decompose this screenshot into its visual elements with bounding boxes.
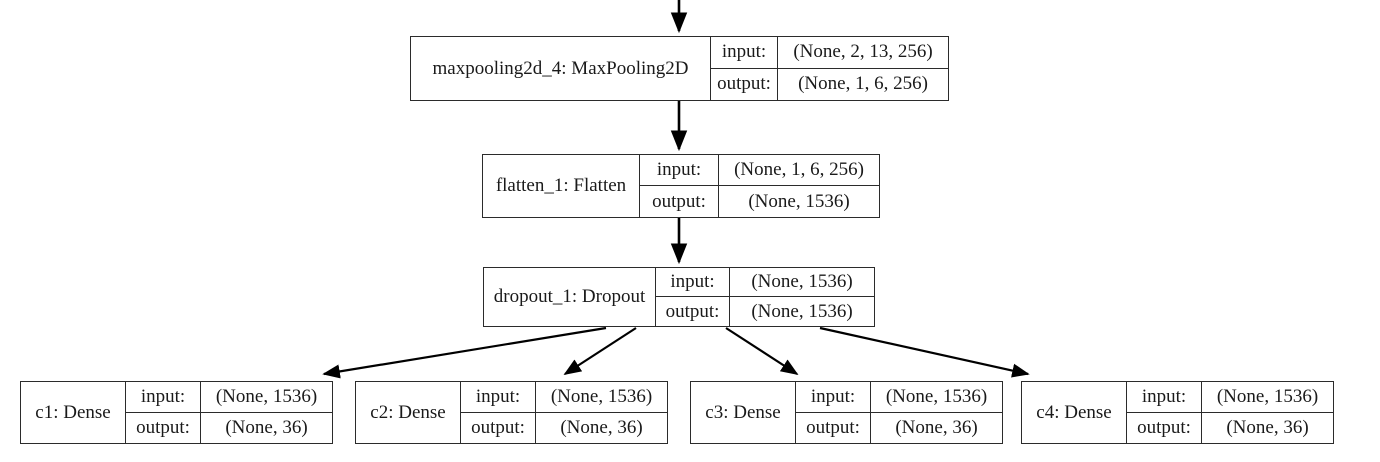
node-c2[interactable]: c2: Dense input: (None, 1536) output: (N…: [355, 381, 668, 444]
node-flatten_1[interactable]: flatten_1: Flatten input: (None, 1, 6, 2…: [482, 154, 880, 218]
io-row-input: input: (None, 1, 6, 256): [640, 155, 879, 186]
output-shape: (None, 1536): [751, 300, 853, 322]
input-label: input:: [461, 382, 536, 412]
io-row-output: output: (None, 1536): [656, 297, 874, 326]
output-label: output:: [640, 186, 719, 217]
io-row-output: output: (None, 36): [1127, 412, 1333, 443]
io-row-input: input: (None, 1536): [461, 382, 667, 413]
io-row-input: input: (None, 1536): [1127, 382, 1333, 413]
output-shape: (None, 1, 6, 256): [798, 73, 928, 95]
io-row-output: output: (None, 1536): [640, 186, 879, 217]
input-label: input:: [711, 37, 778, 68]
edge-dropout_1-to-c1: [322, 326, 607, 379]
output-shape: (None, 36): [895, 416, 978, 438]
output-shape: (None, 36): [1226, 416, 1309, 438]
io-row-output: output: (None, 36): [126, 412, 332, 443]
node-c1[interactable]: c1: Dense input: (None, 1536) output: (N…: [20, 381, 333, 444]
input-shape: (None, 1536): [885, 385, 988, 407]
node-label: c3: Dense: [691, 382, 796, 443]
output-label: output:: [656, 297, 730, 326]
node-label: maxpooling2d_4: MaxPooling2D: [411, 37, 711, 100]
edge-dropout_1-to-c4: [819, 326, 1030, 378]
input-shape: (None, 1536): [550, 385, 653, 407]
input-shape: (None, 1536): [1216, 385, 1319, 407]
edge-dropout_1-to-c2: [563, 327, 637, 375]
io-row-input: input: (None, 2, 13, 256): [711, 37, 948, 69]
output-label: output:: [1127, 412, 1202, 443]
io-row-input: input: (None, 1536): [656, 268, 874, 297]
input-label: input:: [796, 382, 871, 412]
output-shape: (None, 36): [560, 416, 643, 438]
io-block: input: (None, 1536) output: (None, 1536): [656, 268, 874, 326]
io-row-input: input: (None, 1536): [126, 382, 332, 413]
input-shape: (None, 2, 13, 256): [793, 41, 933, 63]
input-label: input:: [126, 382, 201, 412]
output-shape: (None, 36): [225, 416, 308, 438]
input-label: input:: [640, 155, 719, 185]
node-c3[interactable]: c3: Dense input: (None, 1536) output: (N…: [690, 381, 1003, 444]
node-label: c2: Dense: [356, 382, 461, 443]
node-maxpooling2d_4[interactable]: maxpooling2d_4: MaxPooling2D input: (Non…: [410, 36, 949, 101]
io-row-output: output: (None, 1, 6, 256): [711, 68, 948, 100]
output-label: output:: [126, 412, 201, 443]
node-label: c4: Dense: [1022, 382, 1127, 443]
node-label: c1: Dense: [21, 382, 126, 443]
input-shape: (None, 1, 6, 256): [734, 159, 864, 180]
node-c4[interactable]: c4: Dense input: (None, 1536) output: (N…: [1021, 381, 1334, 444]
io-block: input: (None, 1536) output: (None, 36): [461, 382, 667, 443]
io-block: input: (None, 1536) output: (None, 36): [126, 382, 332, 443]
output-shape: (None, 1536): [748, 190, 850, 212]
output-label: output:: [796, 412, 871, 443]
input-shape: (None, 1536): [215, 385, 318, 407]
io-row-input: input: (None, 1536): [796, 382, 1002, 413]
io-block: input: (None, 2, 13, 256) output: (None,…: [711, 37, 948, 100]
edge-dropout_1-to-c3: [725, 327, 799, 375]
io-block: input: (None, 1, 6, 256) output: (None, …: [640, 155, 879, 217]
node-label: flatten_1: Flatten: [483, 155, 640, 217]
io-row-output: output: (None, 36): [461, 412, 667, 443]
io-block: input: (None, 1536) output: (None, 36): [796, 382, 1002, 443]
input-shape: (None, 1536): [751, 271, 853, 292]
node-dropout_1[interactable]: dropout_1: Dropout input: (None, 1536) o…: [483, 267, 875, 327]
node-label: dropout_1: Dropout: [484, 268, 656, 326]
input-label: input:: [1127, 382, 1202, 412]
output-label: output:: [711, 68, 778, 100]
input-label: input:: [656, 268, 730, 296]
io-row-output: output: (None, 36): [796, 412, 1002, 443]
output-label: output:: [461, 412, 536, 443]
io-block: input: (None, 1536) output: (None, 36): [1127, 382, 1333, 443]
